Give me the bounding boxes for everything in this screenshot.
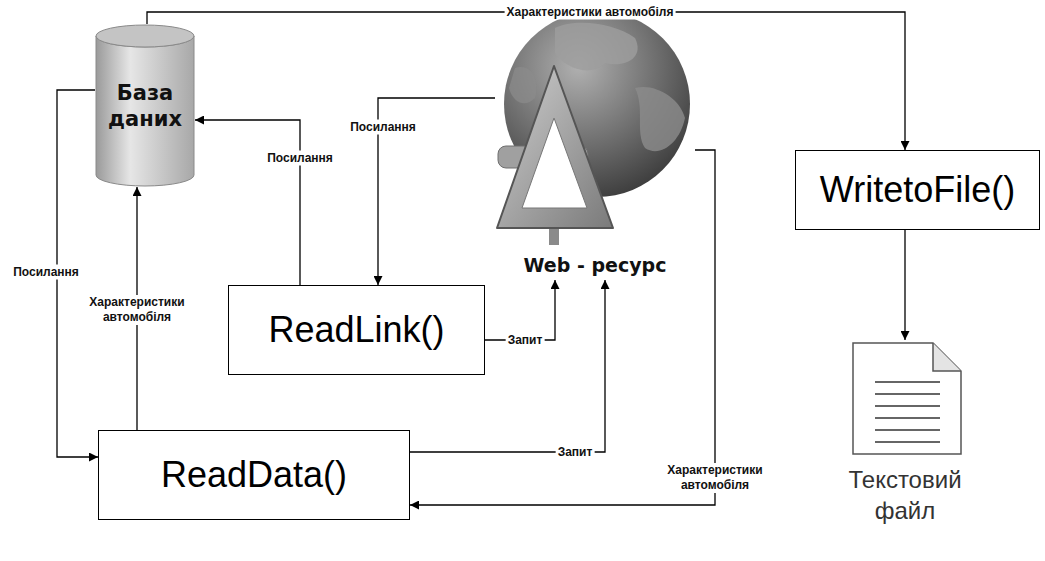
connector-arrow xyxy=(485,280,555,340)
edge-label: Характеристики автомобіля xyxy=(505,5,676,20)
connector-arrow xyxy=(195,120,300,285)
node-label: Web - ресурс xyxy=(495,254,695,276)
edge-label: Характеристики автомобіля xyxy=(87,295,187,325)
process-box: ReadLink() xyxy=(228,285,485,375)
node-label: WritetoFile() xyxy=(820,169,1015,211)
text-file-icon xyxy=(830,340,980,458)
edge-label: Посилання xyxy=(265,151,335,166)
process-box: WritetoFile() xyxy=(795,150,1040,230)
edge-label: Характеристики автомобіля xyxy=(665,463,765,493)
edge-label: Посилання xyxy=(11,265,81,280)
web-resource-node: Web - ресурс xyxy=(495,8,695,280)
edge-label: Запит xyxy=(506,333,545,348)
connector-arrow xyxy=(904,230,905,340)
process-box: ReadData() xyxy=(98,430,410,520)
file-node: Текстовий файл xyxy=(830,340,980,550)
node-label: Текстовий файл xyxy=(830,464,980,526)
edge-label: Запит xyxy=(556,445,595,460)
node-label: База даних xyxy=(99,80,191,133)
node-label: ReadLink() xyxy=(268,309,444,351)
database-node: База даних xyxy=(95,24,195,187)
node-label: ReadData() xyxy=(161,454,347,496)
web-globe-icon xyxy=(495,8,695,280)
database-cylinder xyxy=(95,24,195,187)
edge-label: Посилання xyxy=(348,120,418,135)
